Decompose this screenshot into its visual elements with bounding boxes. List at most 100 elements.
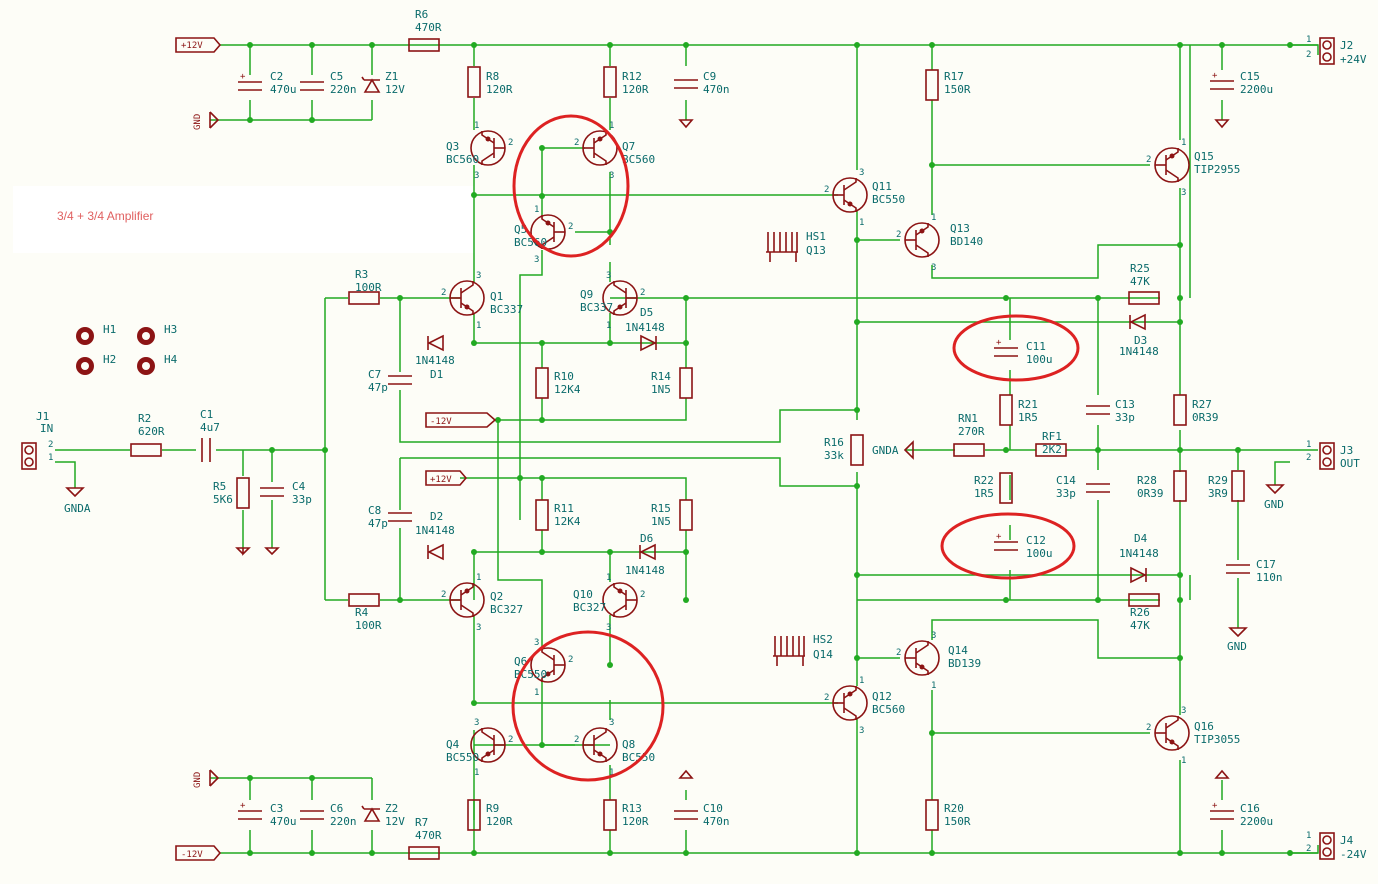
- svg-text:2: 2: [640, 590, 645, 600]
- svg-text:R9: R9: [486, 802, 499, 815]
- svg-text:GNDA: GNDA: [64, 502, 91, 515]
- svg-text:HS2: HS2: [813, 633, 833, 646]
- svg-text:2: 2: [574, 138, 579, 148]
- junction-dot: [607, 850, 613, 856]
- svg-text:1: 1: [1181, 756, 1186, 766]
- svg-text:2: 2: [508, 735, 513, 745]
- svg-text:R2: R2: [138, 412, 151, 425]
- svg-text:1: 1: [534, 205, 539, 215]
- svg-text:2: 2: [48, 440, 53, 450]
- gnda-feedback-symbol: GNDA: [872, 440, 914, 460]
- svg-text:R25: R25: [1130, 262, 1150, 275]
- svg-text:1N4148: 1N4148: [1119, 547, 1159, 560]
- svg-text:Q16: Q16: [1194, 720, 1214, 733]
- junction-dot: [369, 850, 375, 856]
- svg-text:TIP3055: TIP3055: [1194, 733, 1240, 746]
- svg-text:-12V: -12V: [430, 417, 452, 427]
- junction-dot: [683, 340, 689, 346]
- svg-text:R17: R17: [944, 70, 964, 83]
- junction-dot: [309, 42, 315, 48]
- junction-dot: [929, 730, 935, 736]
- svg-text:BC560: BC560: [622, 153, 655, 166]
- svg-text:100R: 100R: [355, 619, 382, 632]
- svg-text:470u: 470u: [270, 83, 297, 96]
- svg-text:3: 3: [474, 171, 479, 181]
- junction-dot: [854, 572, 860, 578]
- junction-dot: [539, 340, 545, 346]
- gnda-input-symbol: GNDA: [64, 487, 91, 515]
- svg-text:2: 2: [1146, 723, 1151, 733]
- svg-text:+: +: [1212, 71, 1218, 81]
- svg-text:H2: H2: [103, 353, 116, 366]
- svg-text:2: 2: [896, 648, 901, 658]
- junction-dot: [517, 475, 523, 481]
- svg-text:47p: 47p: [368, 517, 388, 530]
- svg-text:Q8: Q8: [622, 738, 635, 751]
- svg-text:R5: R5: [213, 480, 226, 493]
- svg-text:R26: R26: [1130, 606, 1150, 619]
- svg-text:3: 3: [1181, 188, 1186, 198]
- svg-text:RF1: RF1: [1042, 430, 1062, 443]
- mounting-hole-h4: H4: [137, 353, 178, 375]
- svg-text:GND: GND: [1264, 498, 1284, 511]
- svg-text:150R: 150R: [944, 83, 971, 96]
- svg-text:RN1: RN1: [958, 412, 978, 425]
- svg-text:D2: D2: [430, 510, 443, 523]
- junction-dot: [471, 700, 477, 706]
- highlight-c12: [940, 512, 1076, 580]
- svg-text:HS1: HS1: [806, 230, 826, 243]
- svg-text:+: +: [240, 72, 246, 82]
- svg-text:110n: 110n: [1256, 571, 1283, 584]
- svg-text:D1: D1: [430, 368, 443, 381]
- svg-text:R13: R13: [622, 802, 642, 815]
- highlights: [511, 114, 1080, 782]
- svg-text:C6: C6: [330, 802, 343, 815]
- junction-dot: [1003, 597, 1009, 603]
- svg-text:H1: H1: [103, 323, 116, 336]
- junction-dot: [1177, 295, 1183, 301]
- junction-dot: [854, 850, 860, 856]
- svg-text:12V: 12V: [385, 815, 405, 828]
- junction-dot: [1177, 447, 1183, 453]
- svg-text:12K4: 12K4: [554, 383, 581, 396]
- highlight-c11: [952, 314, 1080, 382]
- svg-text:BC560: BC560: [872, 703, 905, 716]
- svg-text:33p: 33p: [1056, 487, 1076, 500]
- svg-text:1: 1: [1306, 440, 1311, 450]
- junction-dot: [397, 295, 403, 301]
- gnd-out-symbol: GND: [1264, 484, 1285, 511]
- svg-text:Q2: Q2: [490, 590, 503, 603]
- svg-text:1: 1: [609, 768, 614, 778]
- junction-dot: [1177, 597, 1183, 603]
- junction-dot: [471, 850, 477, 856]
- svg-text:C7: C7: [368, 368, 381, 381]
- svg-text:470R: 470R: [415, 21, 442, 34]
- svg-text:2: 2: [508, 138, 513, 148]
- svg-text:1N4148: 1N4148: [415, 524, 455, 537]
- junction-dot: [854, 42, 860, 48]
- svg-text:1: 1: [1306, 831, 1311, 841]
- svg-text:1: 1: [859, 218, 864, 228]
- junction-dot: [539, 549, 545, 555]
- ground-arrows-up: [678, 769, 1230, 779]
- svg-text:R14: R14: [651, 370, 671, 383]
- svg-text:H3: H3: [164, 323, 177, 336]
- components: +12V -12V -12V +12V GND GND GNDA GNDA: [21, 35, 1367, 861]
